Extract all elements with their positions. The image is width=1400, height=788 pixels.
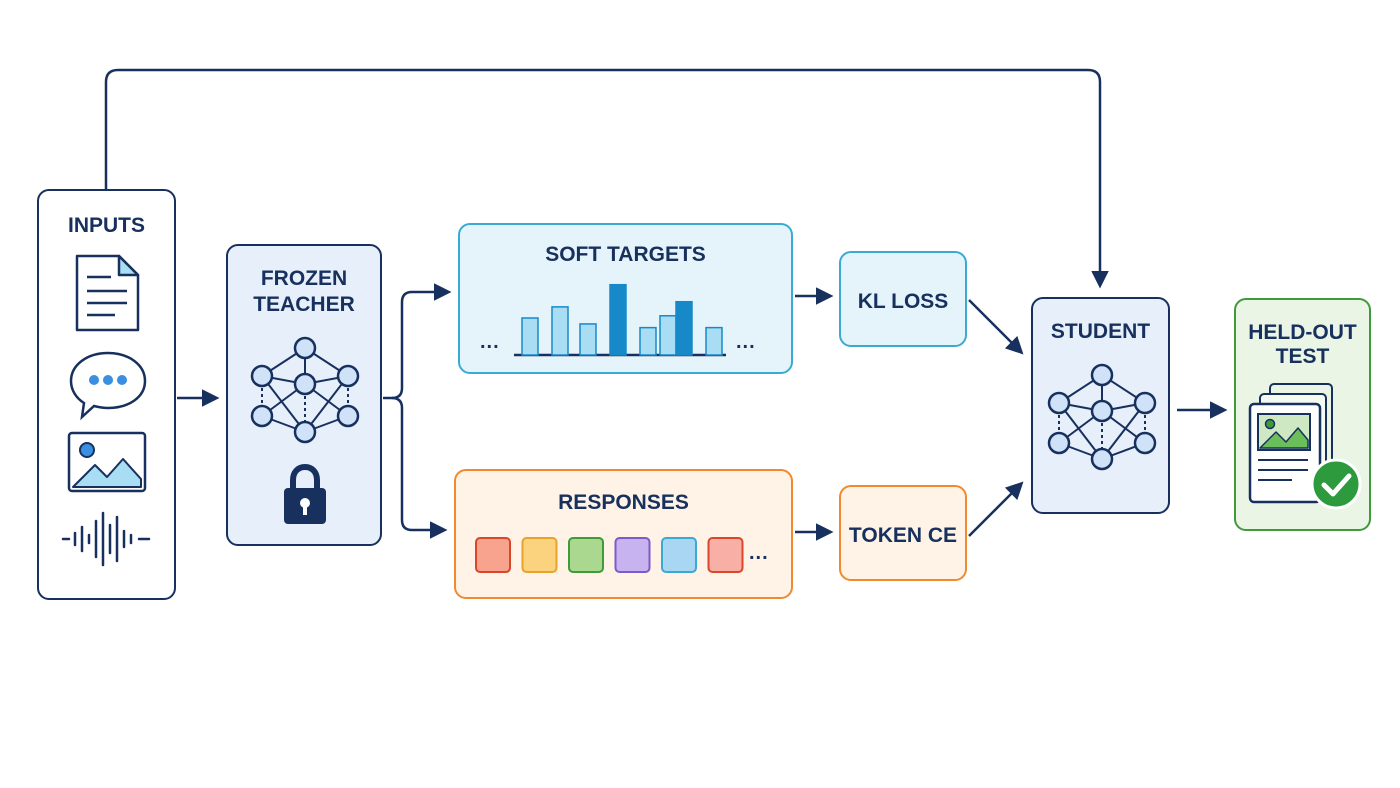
test-label-line2: TEST — [1275, 345, 1330, 368]
student-panel: STUDENT — [1031, 297, 1170, 514]
ellipsis-left: ... — [480, 331, 500, 353]
teacher-fork-lower — [391, 396, 448, 539]
inputs-panel: INPUTS — [37, 189, 176, 600]
response-token — [475, 537, 511, 573]
check-badge-icon — [1310, 458, 1362, 510]
soft-target-bar — [705, 326, 723, 356]
kl-loss-label: KL LOSS — [857, 290, 949, 313]
response-token — [568, 537, 604, 573]
token-ce-label: TOKEN CE — [848, 524, 958, 547]
soft-targets-label: SOFT TARGETS — [545, 243, 706, 266]
ellipsis-right: ... — [736, 331, 756, 353]
kl-loss-box: KL LOSS — [839, 251, 967, 347]
responses-label: RESPONSES — [558, 491, 689, 514]
held-out-test-panel: HELD-OUT TEST — [1234, 298, 1371, 531]
responses-panel: RESPONSES ... — [454, 469, 793, 599]
soft-targets-panel: SOFT TARGETS ... ... — [458, 223, 793, 374]
soft-target-bar — [579, 323, 597, 356]
neural-network-icon — [250, 336, 360, 444]
soft-target-bar — [609, 283, 627, 356]
test-label-line1: HELD-OUT — [1248, 321, 1357, 344]
response-token — [661, 537, 697, 573]
soft-target-bar — [675, 300, 693, 356]
soft-target-bar — [521, 317, 539, 356]
image-icon — [67, 431, 147, 493]
lock-icon — [284, 464, 326, 524]
soft-target-bar — [551, 306, 569, 356]
audio-waveform-icon — [61, 511, 151, 567]
response-token — [614, 537, 651, 573]
response-token — [707, 537, 744, 573]
token-ce-box: TOKEN CE — [839, 485, 967, 581]
neural-network-icon — [1047, 363, 1157, 471]
chat-bubble-icon — [69, 351, 147, 421]
teacher-fork — [383, 283, 452, 400]
distribution-bars — [514, 283, 726, 357]
teacher-label-line2: TEACHER — [253, 293, 355, 316]
soft-target-bar — [639, 326, 657, 356]
token-sequence — [475, 537, 744, 573]
loop-arrow — [104, 68, 1109, 289]
ce-to-student-arrow — [968, 481, 1024, 537]
frozen-teacher-panel: FROZEN TEACHER — [226, 244, 382, 546]
inputs-label: INPUTS — [67, 214, 145, 237]
teacher-label-line1: FROZEN — [260, 267, 348, 290]
response-token — [521, 537, 558, 573]
document-icon — [75, 254, 140, 332]
test-documents-icon — [1248, 383, 1333, 504]
soft-target-bar — [659, 315, 677, 356]
student-label: STUDENT — [1050, 320, 1151, 343]
kl-to-student-arrow — [968, 299, 1024, 355]
tokens-ellipsis: ... — [749, 542, 769, 564]
